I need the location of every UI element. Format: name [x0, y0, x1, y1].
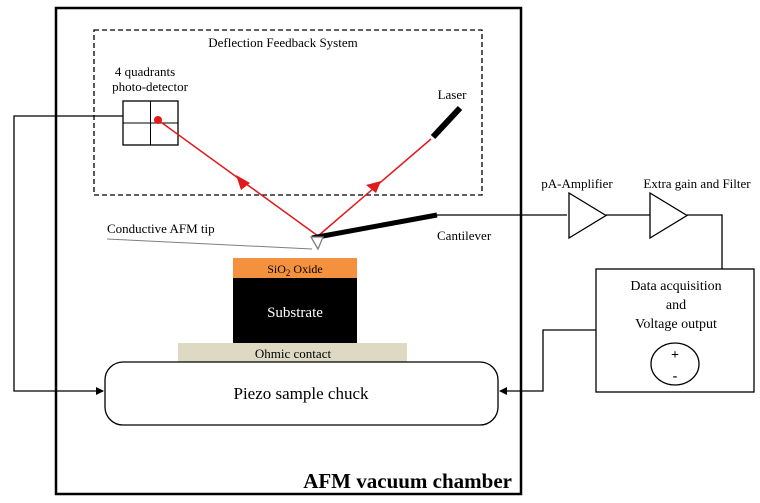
- filter-label: Extra gain and Filter: [643, 176, 751, 191]
- daq-label-line3: Voltage output: [635, 317, 717, 332]
- tip-label: Conductive AFM tip: [107, 221, 215, 236]
- voltage-source-plus: +: [671, 348, 679, 363]
- amplifier-label: pA-Amplifier: [541, 176, 613, 191]
- laser-spot: [154, 116, 162, 124]
- cantilever: [311, 212, 438, 241]
- feedback-system-box: [93, 29, 483, 196]
- feedback-system-label: Deflection Feedback System: [208, 35, 357, 50]
- vacuum-chamber-box: [54, 6, 523, 496]
- filter-to-daq-wire: [687, 214, 723, 269]
- voltage-source-minus: -: [673, 369, 678, 384]
- oxide-label: SiO2 Oxide: [267, 262, 323, 278]
- filter-amplifier-symbol: [649, 191, 689, 240]
- oxide-layer: [233, 258, 357, 278]
- laser-label: Laser: [438, 87, 468, 102]
- pa-amplifier-symbol: [568, 191, 608, 240]
- beam-arrow-incoming: [366, 181, 381, 193]
- voltage-source-symbol: [650, 342, 700, 386]
- laser-beam: [154, 116, 432, 237]
- piezo-chuck-label: Piezo sample chuck: [233, 384, 369, 403]
- substrate: [233, 278, 357, 344]
- ohmic-contact: [178, 343, 407, 362]
- cantilever-label: Cantilever: [437, 228, 492, 243]
- beam-arrow-reflected: [236, 175, 250, 190]
- daq-label-line1: Data acquisition: [630, 279, 721, 294]
- vacuum-chamber-label: AFM vacuum chamber: [303, 469, 512, 493]
- voltage-wire-to-piezo: [499, 329, 596, 395]
- photodetector: [122, 100, 179, 146]
- substrate-label: Substrate: [267, 305, 323, 321]
- afm-tip: [309, 236, 324, 251]
- photodetector-label-line1: 4 quadrants: [115, 64, 175, 79]
- tip-leader-line: [106, 238, 313, 250]
- piezo-chuck: [104, 361, 499, 426]
- laser-source: [430, 105, 463, 140]
- feedback-wire: [13, 115, 123, 395]
- photodetector-label-line2: photo-detector: [112, 79, 188, 94]
- daq-label-line2: and: [666, 298, 686, 313]
- ohmic-contact-label: Ohmic contact: [255, 346, 332, 361]
